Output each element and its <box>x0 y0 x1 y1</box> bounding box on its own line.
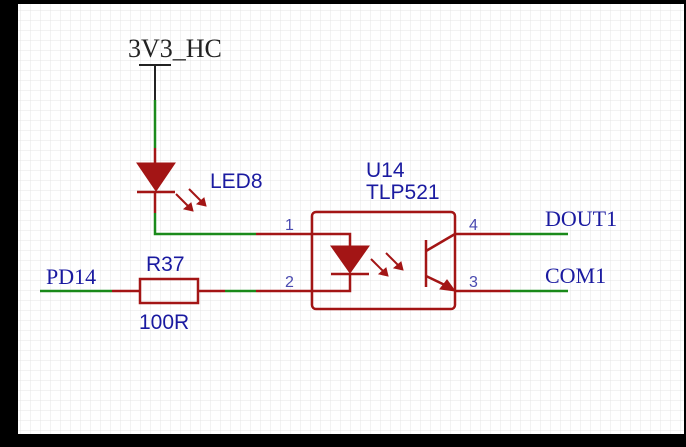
led-emission-arrowhead <box>182 202 194 212</box>
net-label-com1: COM1 <box>545 263 606 288</box>
opto-emission-arrowhead <box>392 261 404 271</box>
opto-pin-number: 4 <box>469 217 478 234</box>
optocoupler-part-label: TLP521 <box>366 181 440 204</box>
net-label-dout1: DOUT1 <box>545 206 617 231</box>
resistor-component[interactable] <box>112 277 225 305</box>
opto-emission-arrowhead <box>377 267 389 277</box>
schematic-grid <box>18 4 684 434</box>
opto-led-triangle <box>330 245 370 274</box>
wire-led-to-pin1 <box>153 213 256 236</box>
opto-led-cathode-wire <box>312 274 352 293</box>
optocoupler-ref-label: U14 <box>366 159 405 182</box>
led-ref-label: LED8 <box>210 170 263 193</box>
opto-transistor-collector <box>425 232 456 253</box>
optocoupler-body <box>310 210 457 311</box>
power-symbol[interactable]: 3V3_HC <box>128 34 222 100</box>
opto-pin-number: 3 <box>469 274 478 291</box>
led-triangle <box>136 162 176 192</box>
opto-pin-number: 1 <box>285 217 294 234</box>
optocoupler-component[interactable]: 1 2 4 3 <box>256 210 510 311</box>
net-label-input: PD14 <box>46 264 96 289</box>
resistor-ref-label: R37 <box>146 253 185 276</box>
opto-pin-number: 2 <box>285 274 294 291</box>
wires <box>40 100 568 293</box>
power-net-label: 3V3_HC <box>128 34 222 63</box>
led-component[interactable] <box>136 148 207 213</box>
opto-led-anode-wire <box>312 232 352 246</box>
opto-emitter-arrowhead <box>439 279 457 292</box>
led-emission-arrowhead <box>195 197 207 207</box>
resistor-value-label: 100R <box>139 311 189 334</box>
